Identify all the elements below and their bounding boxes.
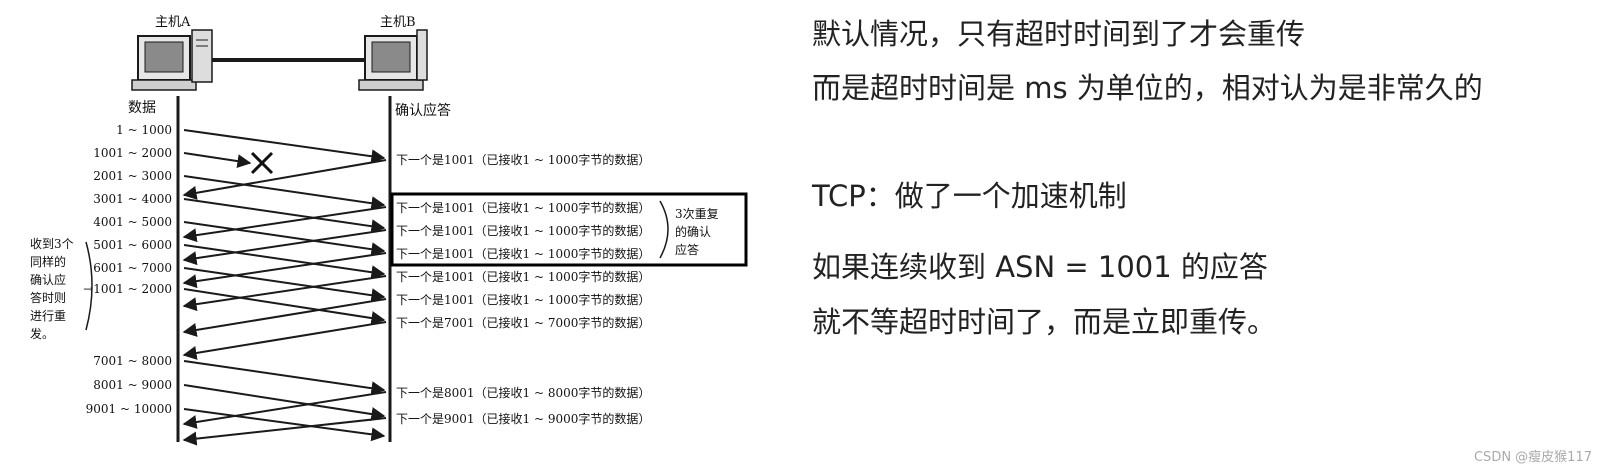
send-label: 4001 ~ 5000 [93, 215, 172, 229]
left-header: 数据 [128, 100, 156, 116]
ack-arrow [182, 159, 387, 200]
ack-arrow [182, 206, 387, 243]
data-arrow [183, 221, 386, 257]
data-arrow [183, 360, 386, 396]
retransmit-note-line: 发。 [30, 326, 54, 341]
dup-ack-note-line: 3次重复 [675, 207, 719, 221]
send-label: 7001 ~ 8000 [93, 354, 172, 368]
tcp-fast-retransmit-diagram: 主机A 主机B 数据 确认应答 1 ~ 1000 1001 ~ 2000 200… [30, 15, 748, 446]
ack-arrow [182, 321, 387, 360]
ack-label: 下一个是1001（已接收1 ~ 1000字节的数据） [396, 292, 650, 307]
ack-arrow [182, 229, 387, 266]
retransmit-brace [85, 241, 93, 331]
duplicate-ack-highlight-box [390, 192, 748, 267]
right-header: 确认应答 [395, 102, 451, 119]
ack-label: 下一个是1001（已接收1 ~ 1000字节的数据） [396, 269, 650, 284]
data-arrow-retransmit [183, 288, 386, 325]
duplicate-ack-brace [659, 200, 669, 259]
send-label: 9001 ~ 10000 [86, 402, 172, 416]
send-label: 8001 ~ 9000 [93, 378, 172, 392]
data-arrow [183, 175, 386, 211]
ack-label: 下一个是1001（已接收1 ~ 1000字节的数据） [396, 200, 650, 215]
note-line-3: TCP：做了一个加速机制 [812, 179, 1127, 213]
send-label: →1001 ~ 2000 [83, 282, 172, 296]
host-b-label: 主机B [380, 15, 416, 30]
ack-arrow [182, 417, 387, 446]
send-label: 1001 ~ 2000 [93, 146, 172, 160]
packet-lost-x-icon [250, 151, 274, 175]
note-line-1: 默认情况，只有超时时间到了才会重传 [812, 17, 1306, 51]
ack-label: 下一个是9001（已接收1 ~ 9000字节的数据） [396, 411, 650, 426]
ack-arrow [182, 298, 387, 337]
send-label: 2001 ~ 3000 [93, 169, 172, 183]
send-label: 6001 ~ 7000 [93, 261, 172, 275]
retransmit-note-line: 收到3个 [30, 237, 74, 251]
host-a-computer-icon [131, 29, 213, 91]
data-arrow [183, 384, 386, 421]
note-line-4: 如果连续收到 ASN = 1001 的应答 [812, 250, 1268, 284]
data-arrow [183, 244, 386, 280]
ack-label: 下一个是7001（已接收1 ~ 7000字节的数据） [396, 315, 650, 330]
data-arrow [183, 198, 386, 234]
ack-label: 下一个是1001（已接收1 ~ 1000字节的数据） [396, 223, 650, 238]
retransmit-note-line: 同样的 [30, 254, 66, 269]
retransmit-note-line: 进行重 [30, 309, 66, 323]
ack-label: 下一个是1001（已接收1 ~ 1000字节的数据） [396, 152, 650, 167]
dup-ack-note-line: 应答 [675, 242, 699, 257]
ack-label: 下一个是1001（已接收1 ~ 1000字节的数据） [396, 246, 650, 261]
data-arrow [183, 267, 386, 303]
note-line-2: 而是超时时间是 ms 为单位的，相对认为是非常久的 [812, 71, 1483, 105]
send-label: 5001 ~ 6000 [93, 238, 172, 252]
data-arrow [183, 408, 386, 442]
data-arrow-lost [183, 152, 252, 169]
watermark: CSDN @瘦皮猴117 [1473, 450, 1592, 465]
ack-arrow [182, 391, 387, 429]
send-label: 1 ~ 1000 [116, 123, 172, 137]
ack-arrow [182, 275, 387, 312]
note-line-5: 就不等超时时间了，而是立即重传。 [812, 305, 1277, 339]
data-arrow [183, 129, 386, 164]
retransmit-note-line: 答时则 [30, 290, 66, 305]
dup-ack-note-line: 的确认 [675, 224, 711, 239]
ack-label: 下一个是8001（已接收1 ~ 8000字节的数据） [396, 385, 650, 400]
retransmit-note-line: 确认应 [30, 272, 66, 287]
send-label: 3001 ~ 4000 [93, 192, 172, 206]
host-b-computer-icon [358, 29, 428, 91]
ack-arrow [182, 252, 387, 289]
host-a-label: 主机A [155, 15, 191, 30]
